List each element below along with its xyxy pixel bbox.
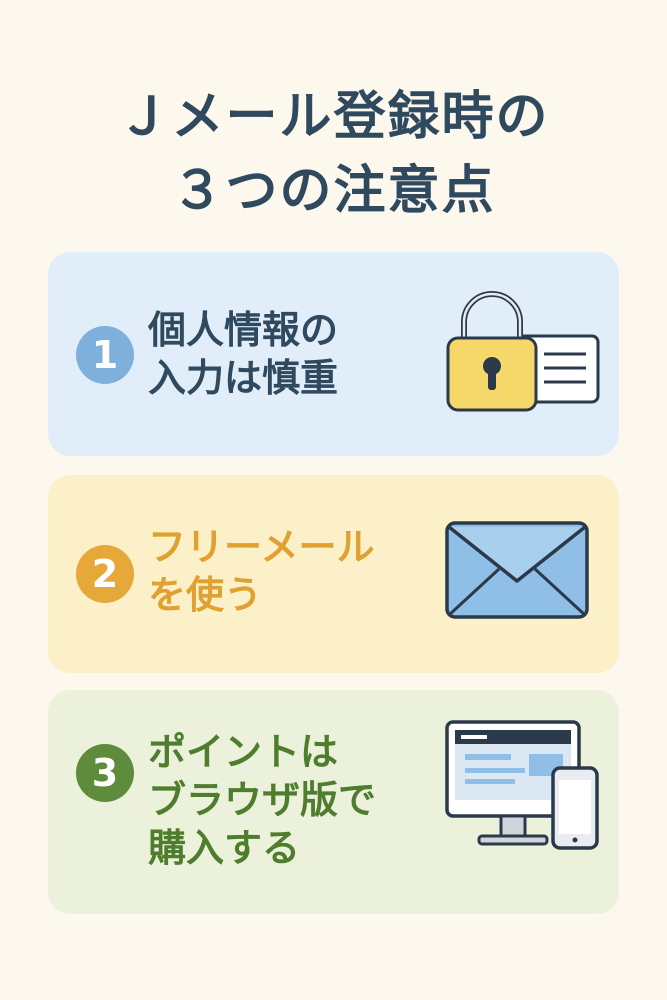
tip-label-3-line-3: 購入する [148,826,301,870]
tip-card-1: 1 個人情報の 入力は慎重 [48,252,619,456]
title-line-1: Ｊメール登録時の [117,87,550,147]
tip-label-3-line-2: ブラウザ版で [148,778,377,822]
tip-number-badge-1: 1 [76,326,134,384]
tip-card-2: 2 フリーメール を使う [48,475,619,673]
desktop-and-smartphone-icon [445,720,599,850]
tip-label-3-line-1: ポイントは [148,730,339,774]
title-line-2: ３つの注意点 [171,161,496,221]
tip-label-3: ポイントは ブラウザ版で 購入する [148,728,376,872]
tip-label-2-line-2: を使う [148,573,263,617]
envelope-icon [445,521,589,619]
tip-label-2: フリーメール を使う [148,523,374,619]
tip-label-2-line-1: フリーメール [148,525,375,569]
tip-label-1-line-2: 入力は慎重 [148,356,339,400]
tip-number-badge-2: 2 [76,545,134,603]
tip-card-3: 3 ポイントは ブラウザ版で 購入する [48,690,619,914]
padlock-with-id-card-icon [446,291,600,412]
tip-number-badge-3: 3 [76,744,134,802]
tip-label-1-line-1: 個人情報の [148,308,339,352]
tip-label-1: 個人情報の 入力は慎重 [148,306,338,402]
page-title: Ｊメール登録時の ３つの注意点 [0,80,667,228]
